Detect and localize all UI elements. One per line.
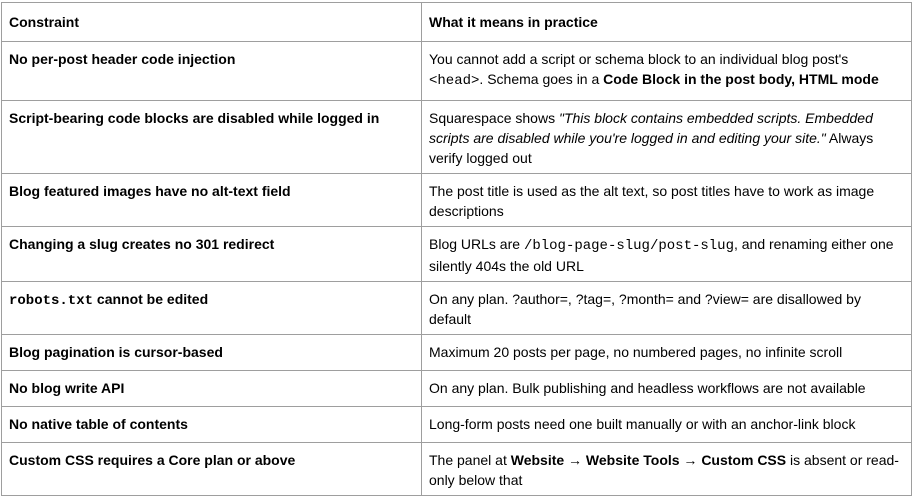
meaning-cell: Maximum 20 posts per page, no numbered p…	[421, 334, 912, 371]
meaning-cell: On any plan. ?author=, ?tag=, ?month= an…	[421, 281, 912, 335]
meaning-cell: Blog URLs are /blog-page-slug/post-slug,…	[421, 226, 912, 282]
constraint-code: robots.txt	[9, 293, 94, 309]
constraint-cell: Blog featured images have no alt-text fi…	[1, 173, 422, 227]
constraint-cell: Blog pagination is cursor-based	[1, 334, 422, 371]
meaning-bold: Code Block in the post body, HTML mode	[603, 71, 879, 87]
meaning-text: , and renaming either one silently 404s …	[429, 236, 894, 274]
table-row: No per-post header code injection You ca…	[1, 41, 912, 101]
meaning-cell: Squarespace shows "This block contains e…	[421, 100, 912, 174]
meaning-text: You cannot add a script or schema block …	[429, 51, 849, 67]
table-row: Changing a slug creates no 301 redirect …	[1, 226, 912, 282]
meaning-cell: On any plan. Bulk publishing and headles…	[421, 370, 912, 407]
constraint-cell: Script-bearing code blocks are disabled …	[1, 100, 422, 174]
table-row: Custom CSS requires a Core plan or above…	[1, 442, 912, 496]
table-row: No native table of contents Long-form po…	[1, 406, 912, 443]
constraint-cell: Custom CSS requires a Core plan or above	[1, 442, 422, 496]
meaning-text: Blog URLs are	[429, 236, 524, 252]
meaning-text: Always verify logged out	[429, 130, 874, 166]
meaning-quote: "This block contains embedded scripts. E…	[429, 110, 873, 146]
meaning-cell: Long-form posts need one built manually …	[421, 406, 912, 443]
meaning-bold: Website → Website Tools → Custom CSS	[510, 452, 787, 468]
meaning-cell: You cannot add a script or schema block …	[421, 41, 912, 101]
table-row: Script-bearing code blocks are disabled …	[1, 100, 912, 174]
meaning-text: . Schema goes in a	[479, 71, 604, 87]
table-row: robots.txt cannot be edited On any plan.…	[1, 281, 912, 335]
meaning-cell: The panel at Website → Website Tools → C…	[421, 442, 912, 496]
table-row: Blog featured images have no alt-text fi…	[1, 173, 912, 227]
table-row: No blog write API On any plan. Bulk publ…	[1, 370, 912, 407]
header-row: Constraint What it means in practice	[1, 2, 912, 42]
header-meaning: What it means in practice	[421, 2, 912, 42]
meaning-cell: The post title is used as the alt text, …	[421, 173, 912, 227]
meaning-text: The panel at	[429, 452, 511, 468]
meaning-code: /blog-page-slug/post-slug	[523, 238, 734, 254]
constraint-cell: robots.txt cannot be edited	[1, 281, 422, 335]
meaning-text: is absent or read-only below that	[429, 452, 899, 488]
constraint-cell: No per-post header code injection	[1, 41, 422, 101]
meaning-text: Squarespace shows	[429, 110, 559, 126]
constraint-text: cannot be edited	[93, 291, 209, 307]
constraint-cell: Changing a slug creates no 301 redirect	[1, 226, 422, 282]
meaning-code: <head>	[429, 73, 480, 89]
header-constraint: Constraint	[1, 2, 422, 42]
constraint-cell: No blog write API	[1, 370, 422, 407]
constraint-cell: No native table of contents	[1, 406, 422, 443]
table-row: Blog pagination is cursor-based Maximum …	[1, 334, 912, 371]
